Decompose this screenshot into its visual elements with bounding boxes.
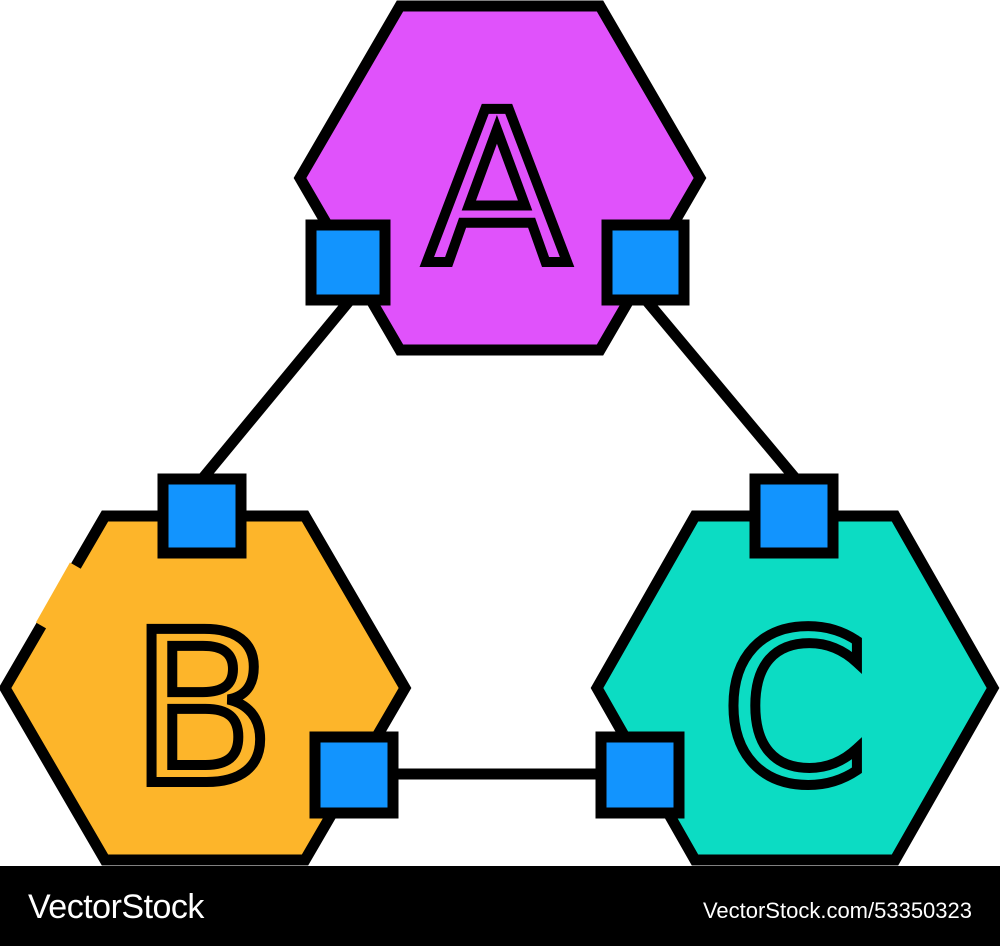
- edges: [198, 296, 800, 780]
- brand-logo: VectorStock: [28, 888, 204, 926]
- node-c-label: C: [722, 587, 869, 832]
- hexagon-b: [0, 510, 412, 866]
- node-b: B: [0, 473, 412, 866]
- node-c: C: [590, 473, 1000, 866]
- node-a: A: [293, 0, 707, 356]
- hexagon-b-gap-1-outer: [43, 568, 73, 616]
- edge-a-b: [198, 296, 355, 482]
- connector-a-left: [305, 219, 391, 306]
- connector-b-top: [157, 473, 247, 559]
- stock-id-link[interactable]: VectorStock.com/53350323: [702, 898, 972, 923]
- connector-c-left: [595, 731, 685, 819]
- hexagon-a: [293, 0, 707, 356]
- watermark-footer: VectorStock VectorStock.com/53350323: [0, 866, 1000, 946]
- node-a-label: A: [425, 67, 569, 312]
- connector-b-right: [309, 731, 399, 819]
- edge-a-c: [641, 296, 800, 482]
- node-b-label: B: [131, 587, 275, 832]
- connector-c-top: [749, 473, 839, 559]
- connector-a-right: [601, 219, 690, 306]
- hexagon-c: [590, 510, 1000, 866]
